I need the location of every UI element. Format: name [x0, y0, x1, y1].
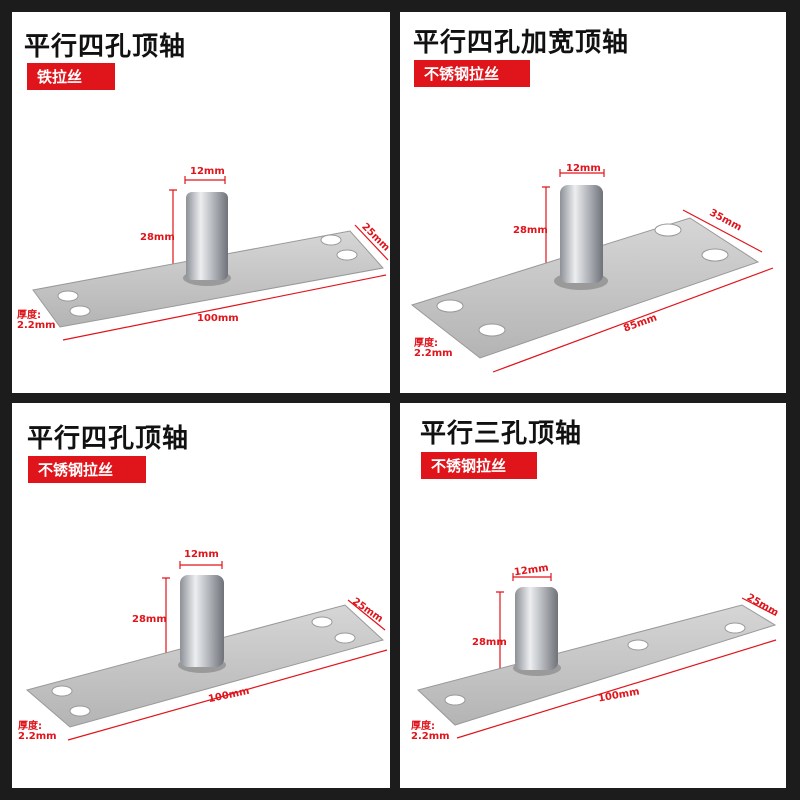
product-title: 平行四孔顶轴 [24, 32, 187, 62]
thickness-value: 2.2mm [414, 348, 453, 359]
length-label: 100mm [197, 313, 239, 324]
product-title: 平行三孔顶轴 [420, 419, 583, 449]
material-badge: 不锈钢拉丝 [421, 452, 537, 479]
diameter-label: 12mm [566, 163, 601, 174]
height-label: 28mm [140, 232, 175, 243]
height-label: 28mm [132, 614, 167, 625]
thickness-value: 2.2mm [18, 731, 57, 742]
hinge-pin-1 [32, 192, 384, 328]
hinge-pin-3 [25, 575, 384, 728]
thickness-label: 厚度: [17, 310, 41, 321]
material-badge: 铁拉丝 [27, 63, 115, 90]
hinge-pin-2 [410, 185, 760, 359]
thickness-label: 厚度: [411, 721, 435, 732]
thickness-value: 2.2mm [411, 731, 450, 742]
material-badge: 不锈钢拉丝 [414, 60, 530, 87]
dimension-lines [62, 169, 777, 741]
diameter-label: 12mm [190, 166, 225, 177]
thickness-label: 厚度: [414, 338, 438, 349]
height-label: 28mm [513, 225, 548, 236]
thickness-value: 2.2mm [17, 320, 56, 331]
height-label: 28mm [472, 637, 507, 648]
hinge-pin-4 [417, 587, 777, 726]
material-badge: 不锈钢拉丝 [28, 456, 146, 483]
diameter-label: 12mm [184, 549, 219, 560]
thickness-label: 厚度: [18, 721, 42, 732]
product-title: 平行四孔顶轴 [27, 424, 190, 454]
product-title: 平行四孔加宽顶轴 [413, 28, 630, 58]
